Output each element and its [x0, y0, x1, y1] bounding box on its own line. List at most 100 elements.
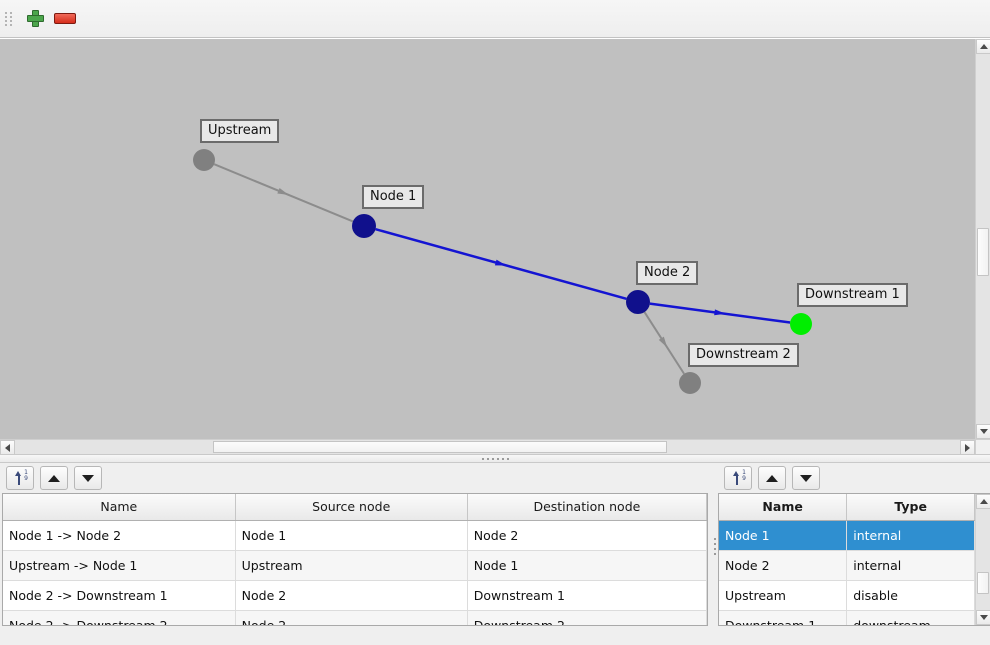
edges-move-up-button[interactable]: [40, 466, 68, 490]
arrow-up-icon: [766, 474, 778, 482]
node-label-upstream[interactable]: Upstream: [200, 119, 280, 143]
edge-arrowhead-upstream-node1: [277, 187, 289, 195]
table-cell[interactable]: Node 1: [719, 520, 848, 551]
graph-edges-layer: [193, 149, 812, 394]
graph-vscroll-track[interactable]: [976, 54, 990, 424]
table-cell[interactable]: disable: [846, 580, 975, 611]
arrow-down-icon: [800, 474, 812, 482]
chevron-up-icon: [979, 44, 988, 49]
table-cell[interactable]: downstream: [846, 610, 975, 625]
scroll-down-button[interactable]: [976, 424, 990, 439]
column-header-destination-node[interactable]: Destination node: [467, 494, 707, 521]
table-cell[interactable]: Node 2: [467, 520, 707, 551]
nodes-move-up-button[interactable]: [758, 466, 786, 490]
edges-move-down-button[interactable]: [74, 466, 102, 490]
main-toolbar: [0, 0, 990, 38]
chevron-left-icon: [5, 443, 10, 452]
scroll-up-button[interactable]: [976, 494, 990, 509]
toolbar-drag-grip[interactable]: [4, 8, 14, 30]
node-label-node2[interactable]: Node 2: [636, 261, 699, 285]
table-cell[interactable]: Downstream 1: [719, 610, 848, 625]
column-header-name[interactable]: Name: [719, 494, 848, 521]
column-header-source-node[interactable]: Source node: [235, 494, 468, 521]
graph-node-node1[interactable]: [352, 214, 376, 238]
vertical-splitter[interactable]: [711, 463, 718, 629]
table-cell[interactable]: Node 1: [467, 550, 707, 581]
nodes-vertical-scrollbar[interactable]: [975, 494, 990, 625]
table-cell[interactable]: Node 2: [235, 580, 468, 611]
plus-icon: [26, 10, 44, 27]
table-cell[interactable]: internal: [846, 520, 975, 551]
horizontal-splitter[interactable]: [0, 454, 990, 463]
table-cell[interactable]: Node 2 -> Downstream 2: [3, 610, 236, 625]
table-cell[interactable]: Upstream: [719, 580, 848, 611]
table-cell[interactable]: Node 2 -> Downstream 1: [3, 580, 236, 611]
graph-hscroll-track[interactable]: [15, 440, 960, 454]
nodes-move-down-button[interactable]: [792, 466, 820, 490]
remove-button[interactable]: [50, 4, 80, 34]
graph-vertical-scrollbar[interactable]: [975, 39, 990, 439]
edge-arrowhead-node1-node2: [494, 259, 507, 266]
table-cell[interactable]: Node 1 -> Node 2: [3, 520, 236, 551]
column-header-name[interactable]: Name: [3, 494, 236, 521]
add-button[interactable]: [20, 4, 50, 34]
table-cell[interactable]: Upstream -> Node 1: [3, 550, 236, 581]
window-footer: [0, 629, 990, 645]
scroll-right-button[interactable]: [960, 440, 975, 455]
nodes-vscroll-track[interactable]: [976, 509, 990, 610]
table-cell[interactable]: Downstream 2: [467, 610, 707, 625]
node-label-node1[interactable]: Node 1: [362, 185, 425, 209]
edge-arrowhead-node2-downstream2: [658, 336, 668, 348]
table-cell[interactable]: Node 2: [719, 550, 848, 581]
node-label-downstream1[interactable]: Downstream 1: [797, 283, 908, 307]
scroll-left-button[interactable]: [0, 440, 15, 455]
graph-node-upstream[interactable]: [193, 149, 215, 171]
chevron-right-icon: [965, 443, 970, 452]
graph-hscroll-thumb[interactable]: [213, 441, 668, 453]
graph-node-node2[interactable]: [626, 290, 650, 314]
table-cell[interactable]: Upstream: [235, 550, 468, 581]
graph-horizontal-scrollbar[interactable]: [0, 439, 990, 455]
table-cell[interactable]: Node 2: [235, 610, 468, 625]
node-label-downstream2[interactable]: Downstream 2: [688, 343, 799, 367]
splitter-grip-icon: [481, 457, 509, 460]
graph-node-downstream1[interactable]: [790, 313, 812, 335]
graph-vscroll-thumb[interactable]: [977, 227, 989, 276]
table-cell[interactable]: Downstream 1: [467, 580, 707, 611]
chevron-down-icon: [979, 615, 988, 620]
scroll-down-button[interactable]: [976, 610, 990, 625]
table-cell[interactable]: internal: [846, 550, 975, 581]
nodes-vscroll-thumb[interactable]: [977, 571, 989, 594]
table-cell[interactable]: Node 1: [235, 520, 468, 551]
graph-node-downstream2[interactable]: [679, 372, 701, 394]
column-header-type[interactable]: Type: [846, 494, 975, 521]
scrollbar-corner: [975, 440, 990, 454]
scroll-up-button[interactable]: [976, 39, 990, 54]
